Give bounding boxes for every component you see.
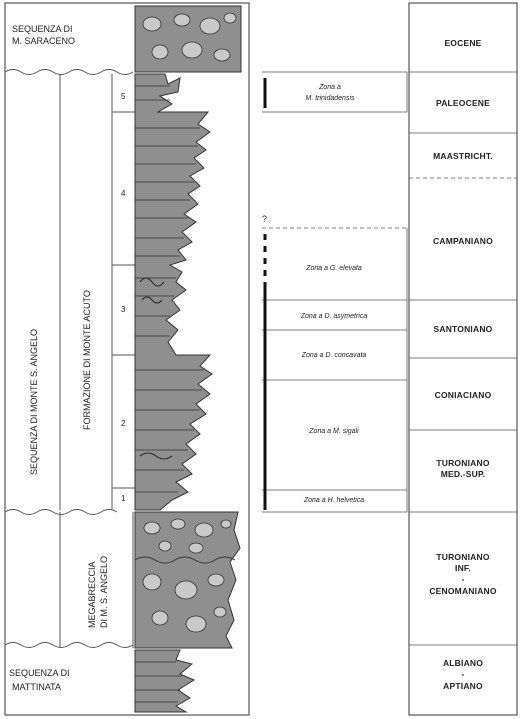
megabreccia-label-line2: DI M. S. ANGELO: [99, 556, 109, 628]
sequence-saraceno-label-line1: SEQUENZA DI: [12, 24, 73, 34]
stage-coniaciano: CONIACIANO: [435, 390, 492, 400]
formation-monte-acuto-label: FORMAZIONE DI MONTE ACUTO: [82, 290, 92, 430]
zone-m-sigali: Zona a M. sigali: [308, 428, 359, 435]
zone-m-trinidadensis-line1: Zona a: [318, 84, 341, 91]
stage-cenomaniano: CENOMANIANO: [429, 586, 497, 596]
saraceno-clasts: [142, 12, 237, 62]
column-slump-features: [139, 277, 173, 460]
sequence-monte-s-angelo-label: SEQUENZA DI MONTE S. ANGELO: [29, 329, 39, 475]
sequence-mattinata-label-line2: MATTINATA: [12, 682, 61, 692]
biozone-frame: [262, 71, 408, 513]
stage-dash: -: [461, 574, 464, 584]
column-bedding-lines: [135, 85, 204, 493]
megabreccia-clasts: [142, 518, 232, 633]
unit-number-4: 4: [121, 189, 126, 198]
stage-albiano: ALBIANO: [443, 658, 483, 668]
stage-aptiano: APTIANO: [443, 681, 483, 691]
unit-number-5: 5: [121, 92, 126, 101]
mattinata-bedding: [135, 661, 182, 703]
stage-dash-2: -: [461, 669, 464, 679]
unconformity-line-middle: [4, 509, 118, 515]
stage-santoniano: SANTONIANO: [434, 324, 493, 334]
unconformity-line-lower: [4, 642, 134, 648]
right-stage-frame: [408, 2, 518, 716]
stage-paleocene: PALEOCENE: [436, 98, 490, 108]
unconformity-line-top: [4, 69, 134, 75]
stage-eocene: EOCENE: [444, 38, 481, 48]
unit-number-2: 2: [121, 419, 126, 428]
megabreccia-label-line1: MEGABRECCIA: [87, 561, 97, 628]
stage-maastricht: MAASTRICHT.: [433, 151, 493, 161]
unit-number-1: 1: [121, 494, 126, 503]
stage-turoniano-med-line1: TURONIANO: [436, 458, 489, 468]
zone-g-elevata: Zona a G. elevata: [305, 265, 362, 272]
zone-h-helvetica: Zona a H. helvetica: [303, 497, 364, 504]
sequence-saraceno-label-line2: M. SARACENO: [12, 36, 75, 46]
stage-turoniano-inf-line2: INF.: [455, 563, 471, 573]
main-layered-column: [134, 73, 213, 511]
unit-boundaries: [112, 111, 135, 489]
left-frame: [4, 2, 250, 716]
stage-campaniano: CAMPANIANO: [433, 236, 493, 246]
unit-number-3: 3: [121, 305, 126, 314]
megabreccia-internal-break: [134, 556, 236, 564]
zone-d-concavata: Zona a D. concavata: [301, 352, 367, 359]
stage-boundaries: [409, 71, 517, 646]
mattinata-block: [134, 649, 196, 713]
biozone-question-mark: ?: [262, 214, 267, 224]
sequence-mattinata-label-line1: SEQUENZA DI: [9, 668, 70, 678]
stage-turoniano-med-line2: MED.-SUP.: [441, 469, 486, 479]
zone-m-trinidadensis-line2: M. trinidadensis: [305, 95, 355, 102]
zone-d-asymetrica: Zona a D. asymetrica: [300, 313, 368, 320]
stage-turoniano-inf-line1: TURONIANO: [436, 552, 489, 562]
